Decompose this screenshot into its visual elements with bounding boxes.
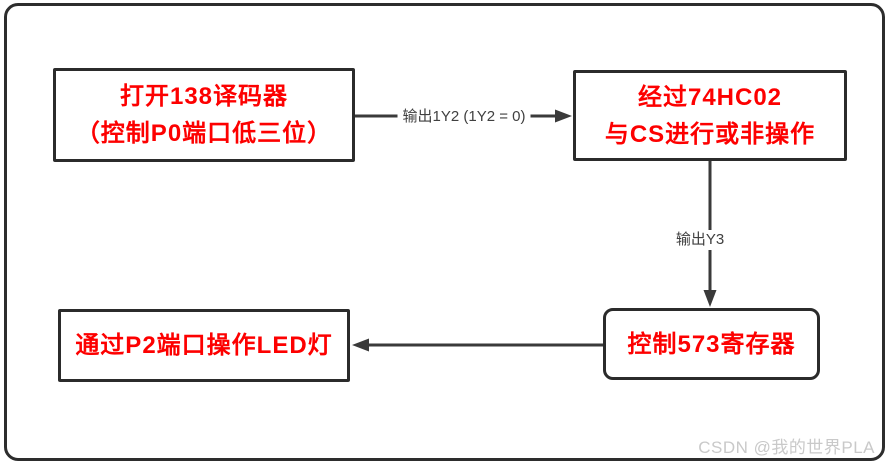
node-text-line: 与CS进行或非操作 <box>604 120 816 148</box>
arrowhead-right-icon <box>555 109 572 123</box>
node-p2-led: 通过P2端口操作LED灯 <box>58 309 350 382</box>
node-74hc02-nor: 经过74HC02 与CS进行或非操作 <box>573 70 847 161</box>
arrow-output-y3 <box>703 161 717 307</box>
diagram-outer-frame <box>4 3 885 461</box>
arrowhead-down-icon <box>703 290 717 307</box>
node-text-line: 控制573寄存器 <box>627 330 796 358</box>
watermark: CSDN @我的世界PLA <box>698 438 875 457</box>
edge-label-output-y3: 输出Y3 <box>670 230 730 250</box>
arrowhead-left-icon <box>352 338 369 352</box>
node-573-register: 控制573寄存器 <box>603 308 820 380</box>
node-text-line: 经过74HC02 <box>637 83 783 111</box>
edge-label-output-1y2: 输出1Y2 (1Y2 = 0) <box>397 107 531 127</box>
node-text-line: 打开138译码器 <box>119 83 289 110</box>
node-text-line: （控制P0端口低三位） <box>75 120 333 147</box>
arrow-register-to-led <box>352 338 603 352</box>
node-text-line: 通过P2端口操作LED灯 <box>75 332 333 359</box>
node-open-138-decoder: 打开138译码器 （控制P0端口低三位） <box>53 68 355 162</box>
